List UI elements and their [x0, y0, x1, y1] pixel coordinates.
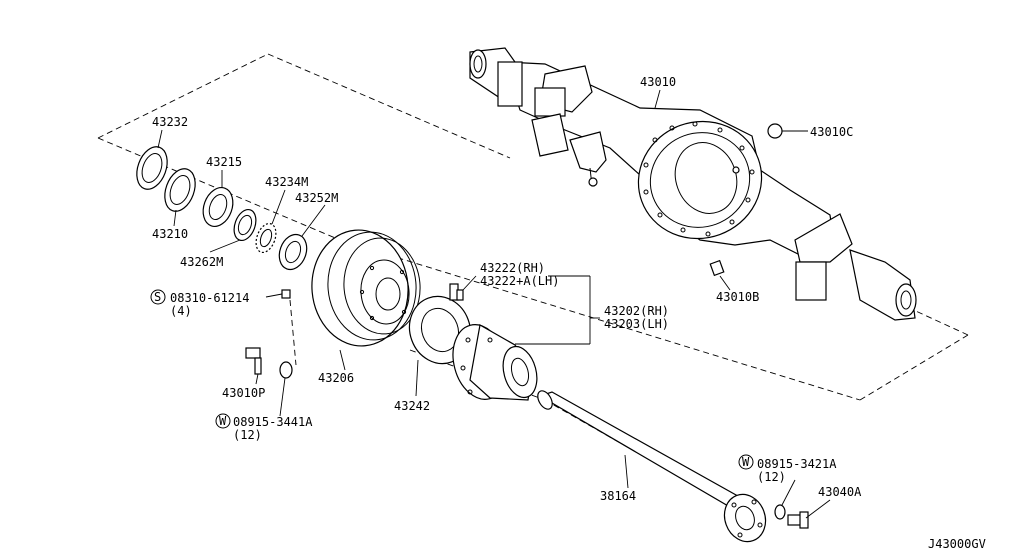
- label-43234M: 43234M: [265, 175, 308, 189]
- w-symbol-2: W: [738, 454, 754, 470]
- label-43202-rh: 43202(RH): [604, 304, 669, 318]
- label-43215: 43215: [206, 155, 242, 169]
- svg-text:W: W: [219, 414, 227, 428]
- label-43210: 43210: [152, 227, 188, 241]
- label-43040A: 43040A: [818, 485, 862, 499]
- label-08915-3441A: 08915-3441A: [233, 415, 313, 429]
- bearing-outer-race[interactable]: [159, 165, 200, 227]
- label-43203-lh: 43203(LH): [604, 317, 669, 331]
- diagram-id: J43000GV: [928, 537, 986, 551]
- oil-seal[interactable]: [131, 129, 172, 193]
- hub-stud-bolt[interactable]: [245, 347, 262, 385]
- leader-43010: [654, 89, 661, 109]
- hub-washer[interactable]: [279, 361, 293, 417]
- housing-plug: [732, 166, 740, 174]
- label-43222-rh: 43222(RH): [480, 261, 545, 275]
- svg-text:S: S: [154, 290, 161, 304]
- breather-cap[interactable]: [767, 123, 808, 139]
- label-43010C: 43010C: [810, 125, 853, 139]
- label-38164: 38164: [600, 489, 636, 503]
- axle-housing[interactable]: [469, 47, 917, 321]
- label-43242: 43242: [394, 399, 430, 413]
- hub-bolt[interactable]: [449, 275, 477, 301]
- shaft-bolt[interactable]: [787, 499, 831, 529]
- label-43010B: 43010B: [716, 290, 759, 304]
- label-08915-3441A-qty: (12): [233, 428, 262, 442]
- svg-text:W: W: [742, 455, 750, 469]
- label-43232: 43232: [152, 115, 188, 129]
- label-43010: 43010: [640, 75, 676, 89]
- label-43262M: 43262M: [180, 255, 223, 269]
- s-symbol: S: [150, 289, 166, 305]
- label-08915-3421A: 08915-3421A: [757, 457, 837, 471]
- label-08915-3421A-qty: (12): [757, 470, 786, 484]
- bearing-nut[interactable]: [275, 204, 326, 273]
- shaft-washer[interactable]: [774, 479, 796, 520]
- drum-screw[interactable]: [265, 289, 291, 299]
- label-08310-qty: (4): [170, 304, 192, 318]
- axle-hub[interactable]: [445, 319, 590, 406]
- lock-washer[interactable]: [252, 189, 286, 255]
- w-symbol-1: W: [215, 413, 231, 429]
- wheel-bearing[interactable]: [198, 170, 238, 231]
- housing-bolt-holes: [643, 121, 755, 237]
- axle-shaft[interactable]: [535, 388, 772, 547]
- label-08310-61214: 08310-61214: [170, 291, 249, 305]
- label-43252M: 43252M: [295, 191, 338, 205]
- label-43222-lh: 43222+A(LH): [480, 274, 559, 288]
- callout-bracket: [548, 275, 600, 344]
- drain-plug[interactable]: [709, 259, 731, 291]
- bearing-washer[interactable]: [209, 207, 260, 253]
- label-43206: 43206: [318, 371, 354, 385]
- brake-drum[interactable]: [307, 226, 424, 371]
- label-43010P: 43010P: [222, 386, 265, 400]
